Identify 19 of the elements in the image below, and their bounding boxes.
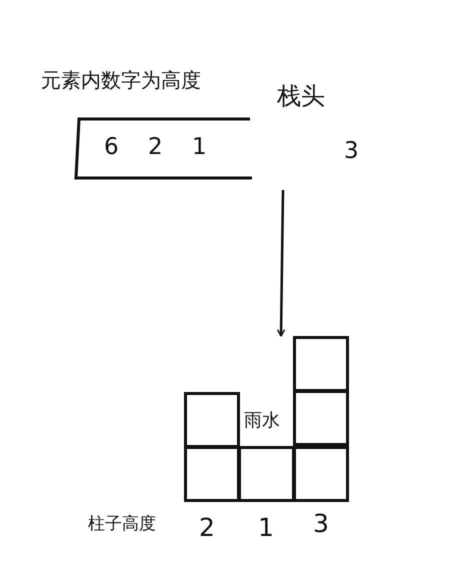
column-block [293,446,349,502]
column-height-label: 柱子高度 [88,516,156,533]
column-block [184,392,240,448]
column-block [293,390,349,446]
stack-element-height: 2 [148,136,163,159]
column-height-value: 2 [199,515,215,540]
column-height-value: 3 [313,511,329,536]
column-block [184,446,240,502]
arrow [276,190,286,337]
column-height-value: 1 [258,515,274,540]
stack-element-height: 1 [192,136,207,159]
stack-element-height: 3 [344,140,359,163]
stack-drawing [74,116,252,181]
note-text: 元素内数字为高度 [41,70,201,90]
stack-top-label: 栈头 [277,84,325,108]
column-block [238,446,295,502]
column-block [293,336,349,392]
stack-element-height: 6 [104,136,119,159]
rainwater-label: 雨水 [244,412,280,430]
